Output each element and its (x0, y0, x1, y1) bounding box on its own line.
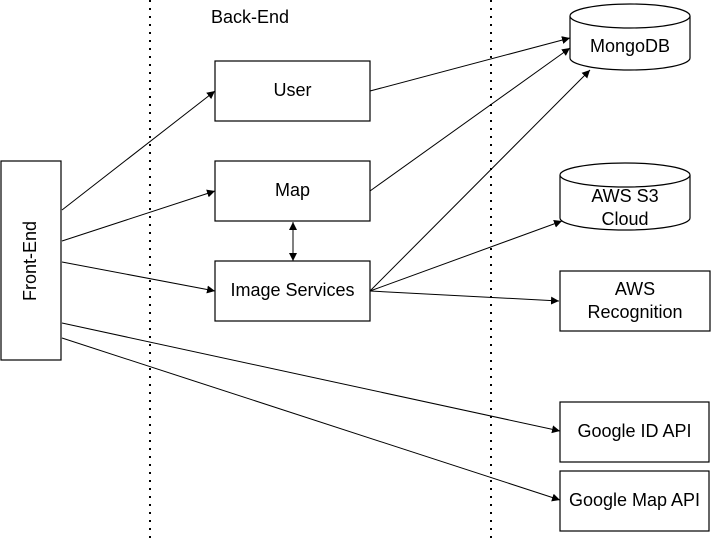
edge-image-services-mongodb (369, 69, 591, 292)
user-box (214, 60, 371, 122)
aws-recognition-label-line2: Recognition (587, 302, 682, 322)
edge-frontend-map (61, 189, 216, 242)
aws-s3-label-line2: Cloud (601, 209, 648, 229)
google-id-api-box (559, 401, 710, 463)
aws-recognition-label-line1: AWS (615, 279, 655, 299)
edge-frontend-user (61, 90, 216, 211)
map-label: Map (275, 180, 310, 200)
edge-image-services-aws-s3 (369, 219, 563, 292)
mongodb-cylinder (569, 3, 691, 71)
aws-s3-label-line1: AWS S3 (591, 186, 658, 206)
edge-user-mongodb (369, 36, 571, 92)
edge-frontend-google-map-api (61, 337, 561, 502)
edge-frontend-image-services (61, 261, 216, 294)
user-label: User (273, 80, 311, 100)
front-end-box (0, 160, 62, 361)
back-end-label: Back-End (211, 7, 289, 27)
map-box (214, 160, 371, 222)
edge-map-mongodb (369, 47, 571, 192)
aws-recognition-box (559, 270, 711, 332)
aws-s3-cylinder (559, 162, 691, 231)
google-id-api-label: Google ID API (577, 421, 691, 441)
google-map-api-label: Google Map API (569, 490, 700, 510)
google-map-api-box (559, 470, 710, 532)
front-end-label: Front-End (20, 221, 40, 301)
edge-frontend-google-id-api (61, 322, 561, 434)
image-services-box (214, 260, 371, 322)
image-services-label: Image Services (230, 280, 354, 300)
edge-image-services-aws-recognition (369, 290, 560, 305)
mongodb-label: MongoDB (590, 36, 670, 56)
